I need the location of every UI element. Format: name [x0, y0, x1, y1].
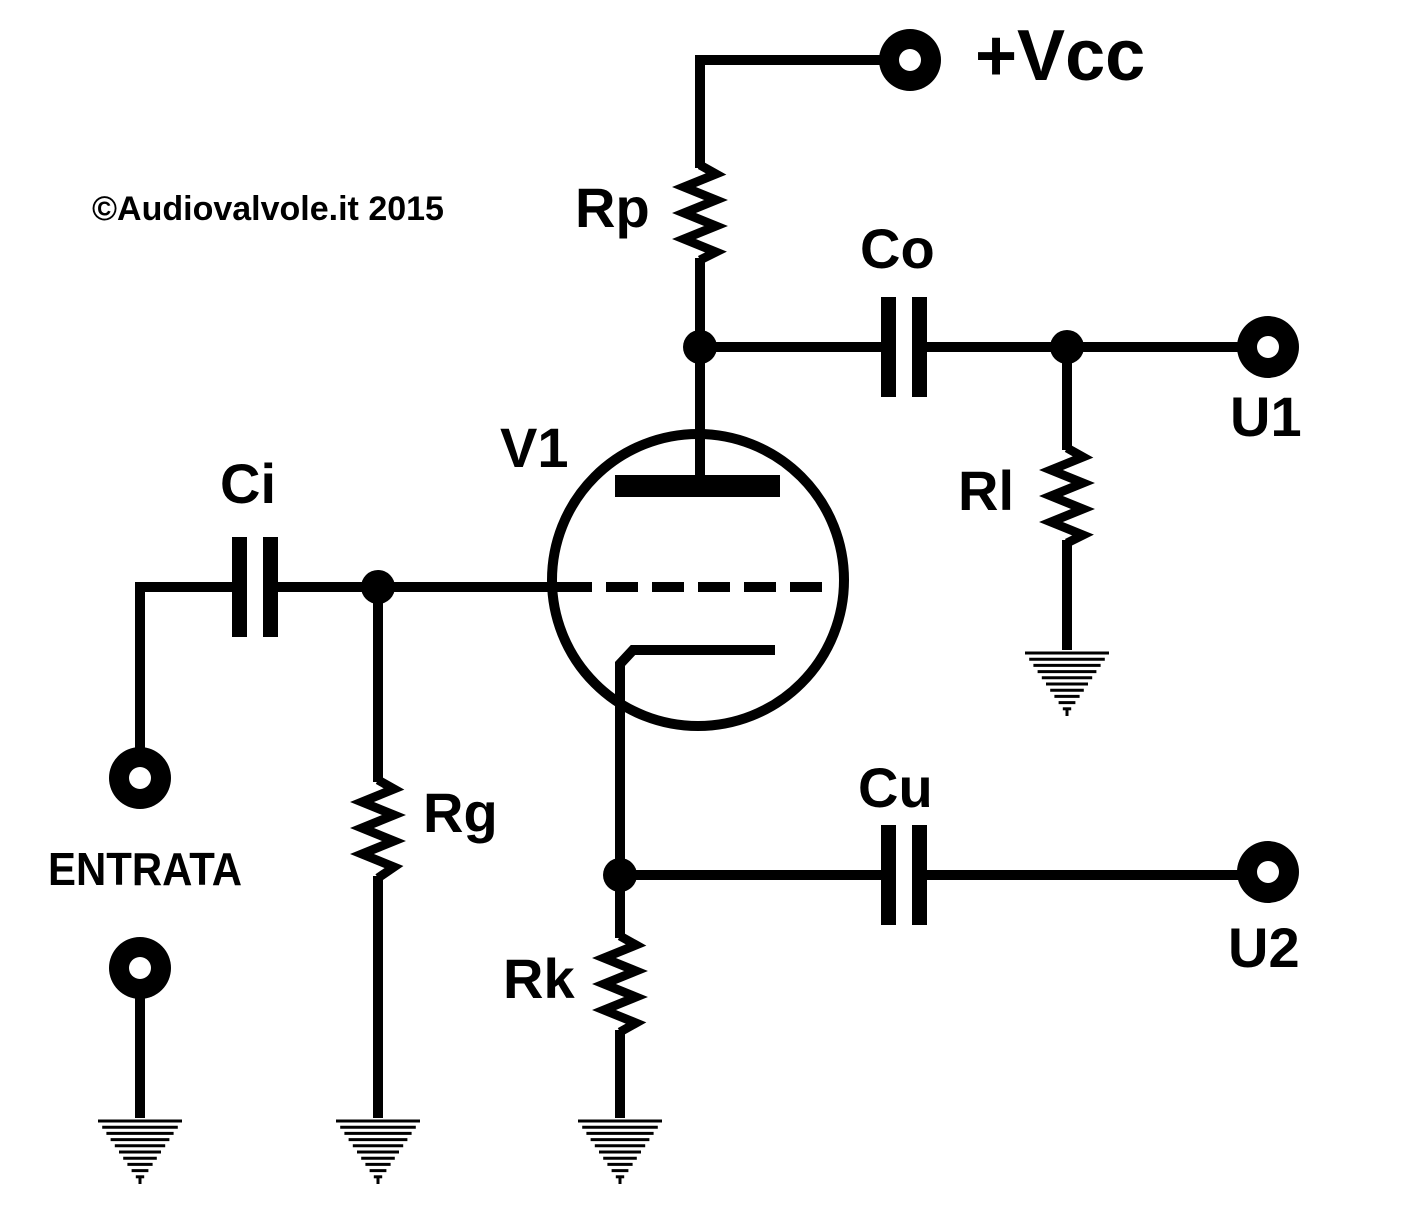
- junction-cathode: [603, 858, 637, 892]
- terminal-entrata-signal: [109, 747, 171, 809]
- label-co: Co: [860, 217, 935, 280]
- capacitor-co: [881, 297, 927, 397]
- resistor-rp: [672, 161, 728, 265]
- terminal-u1: [1237, 316, 1299, 378]
- label-rl: Rl: [958, 459, 1014, 522]
- label-u2: U2: [1228, 916, 1300, 979]
- ground-entrata-symbol: [98, 1119, 182, 1184]
- ground-rl-symbol: [1025, 651, 1109, 716]
- label-v1: V1: [500, 416, 569, 479]
- resistor-rk: [592, 932, 648, 1036]
- label-copyright: ©Audiovalvole.it 2015: [92, 190, 444, 228]
- capacitor-cu: [881, 825, 927, 925]
- tube-envelope: [547, 429, 849, 731]
- label-entrata: ENTRATA: [48, 843, 242, 895]
- label-rp: Rp: [575, 176, 650, 239]
- capacitor-ci: [232, 537, 278, 637]
- junction-grid: [361, 570, 395, 604]
- resistor-rg: [350, 776, 406, 882]
- triode-v1: [547, 429, 849, 731]
- resistor-rl: [1039, 444, 1095, 548]
- wire-vcc: [695, 55, 910, 168]
- junction-rl: [1050, 330, 1084, 364]
- terminal-entrata-ground: [109, 937, 171, 999]
- terminal-u2: [1237, 841, 1299, 903]
- ground-symbols: [98, 651, 1109, 1184]
- junction-plate: [683, 330, 717, 364]
- label-ci: Ci: [220, 452, 276, 515]
- wires: [135, 55, 1250, 1118]
- ground-rk-symbol: [578, 1119, 662, 1184]
- tube-anode: [615, 475, 780, 497]
- label-cu: Cu: [858, 756, 933, 819]
- wire-entrata-to-ci: [135, 582, 236, 760]
- terminal-vcc: [879, 29, 941, 91]
- label-rg: Rg: [423, 781, 498, 844]
- label-rk: Rk: [503, 947, 575, 1010]
- ground-rg-symbol: [336, 1119, 420, 1184]
- label-vcc: +Vcc: [975, 16, 1145, 96]
- wire-cathode: [615, 645, 775, 938]
- label-u1: U1: [1230, 385, 1302, 448]
